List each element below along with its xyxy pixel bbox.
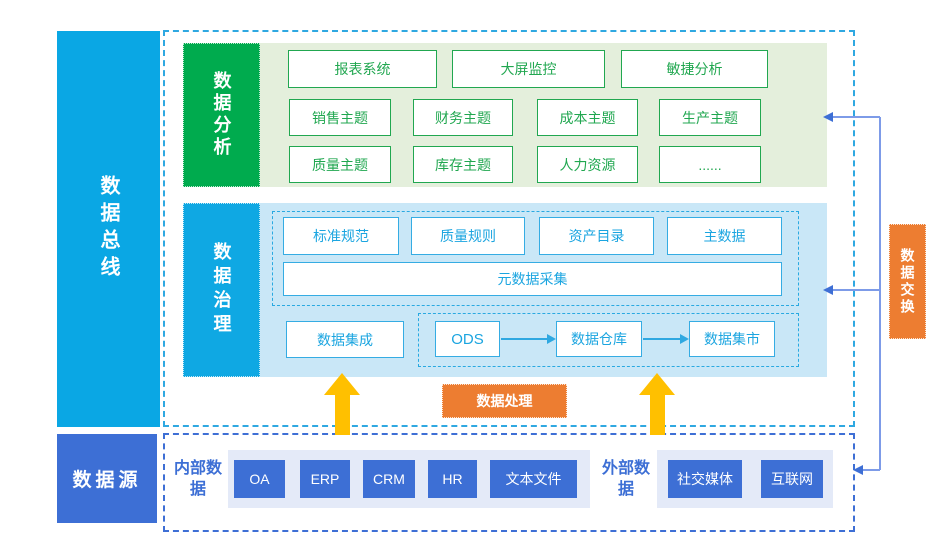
box-oa: OA [234, 460, 285, 498]
data-source-label: 数据源 [57, 434, 157, 523]
box-data-mart: 数据集市 [689, 321, 775, 357]
internal-data-label: 内部数据 [173, 460, 222, 498]
box-quality-theme: 质量主题 [289, 146, 391, 183]
flow-arrow-warehouse-mart [643, 338, 681, 340]
box-ods: ODS [435, 321, 500, 357]
governance-standards-frame [272, 211, 799, 306]
box-inventory-theme: 库存主题 [413, 146, 513, 183]
box-asset-catalog: 资产目录 [539, 217, 654, 255]
warehouse-pipeline-frame [418, 313, 799, 367]
upload-arrow-right-shaft [650, 394, 665, 435]
box-quality-rules: 质量规则 [411, 217, 525, 255]
exchange-arrowhead-analysis-icon [823, 112, 833, 122]
box-production-theme: 生产主题 [659, 99, 761, 136]
bus-region-frame [163, 30, 855, 427]
box-internet: 互联网 [761, 460, 823, 498]
exchange-connector-line-analysis [832, 116, 880, 118]
box-ellipsis-theme: ...... [659, 146, 761, 183]
box-data-integration: 数据集成 [286, 321, 404, 358]
exchange-connector-vline [879, 117, 881, 470]
box-report-system: 报表系统 [288, 50, 437, 88]
exchange-connector-line-governance [832, 289, 880, 291]
data-exchange-text: 数据交换 [899, 247, 916, 316]
box-text-files: 文本文件 [490, 460, 577, 498]
flow-arrow-ods-warehouse [501, 338, 548, 340]
box-hr: HR [428, 460, 477, 498]
upload-arrow-left-head-icon [324, 373, 360, 395]
data-processing-label: 数据处理 [442, 384, 567, 418]
data-bus-bar: 数据总线 [57, 31, 160, 427]
box-sales-theme: 销售主题 [289, 99, 391, 136]
external-data-label: 外部数据 [601, 460, 650, 498]
data-bus-label: 数据总线 [97, 175, 119, 283]
flow-arrowhead-warehouse-icon [547, 334, 556, 344]
box-hr-theme: 人力资源 [537, 146, 638, 183]
exchange-arrowhead-governance-icon [823, 285, 833, 295]
source-region-frame [163, 433, 855, 532]
box-social-media: 社交媒体 [668, 460, 742, 498]
box-standards: 标准规范 [283, 217, 399, 255]
exchange-connector-line-source [862, 469, 880, 471]
upload-arrow-right-head-icon [639, 373, 675, 395]
box-erp: ERP [300, 460, 350, 498]
box-cost-theme: 成本主题 [537, 99, 638, 136]
box-agile-analysis: 敏捷分析 [621, 50, 768, 88]
analysis-section-label: 数据分析 [183, 43, 260, 187]
box-data-warehouse: 数据仓库 [556, 321, 642, 357]
box-finance-theme: 财务主题 [413, 99, 513, 136]
box-crm: CRM [363, 460, 415, 498]
upload-arrow-left-shaft [335, 394, 350, 435]
exchange-arrowhead-source-icon [853, 465, 863, 475]
flow-arrowhead-mart-icon [680, 334, 689, 344]
box-metadata-collection: 元数据采集 [283, 262, 782, 296]
governance-section-label: 数据治理 [183, 203, 260, 377]
data-exchange-label: 数据交换 [889, 224, 926, 339]
analysis-label-text: 数据分析 [211, 71, 232, 159]
box-master-data: 主数据 [667, 217, 782, 255]
box-screen-monitor: 大屏监控 [452, 50, 605, 88]
governance-label-text: 数据治理 [211, 242, 232, 338]
